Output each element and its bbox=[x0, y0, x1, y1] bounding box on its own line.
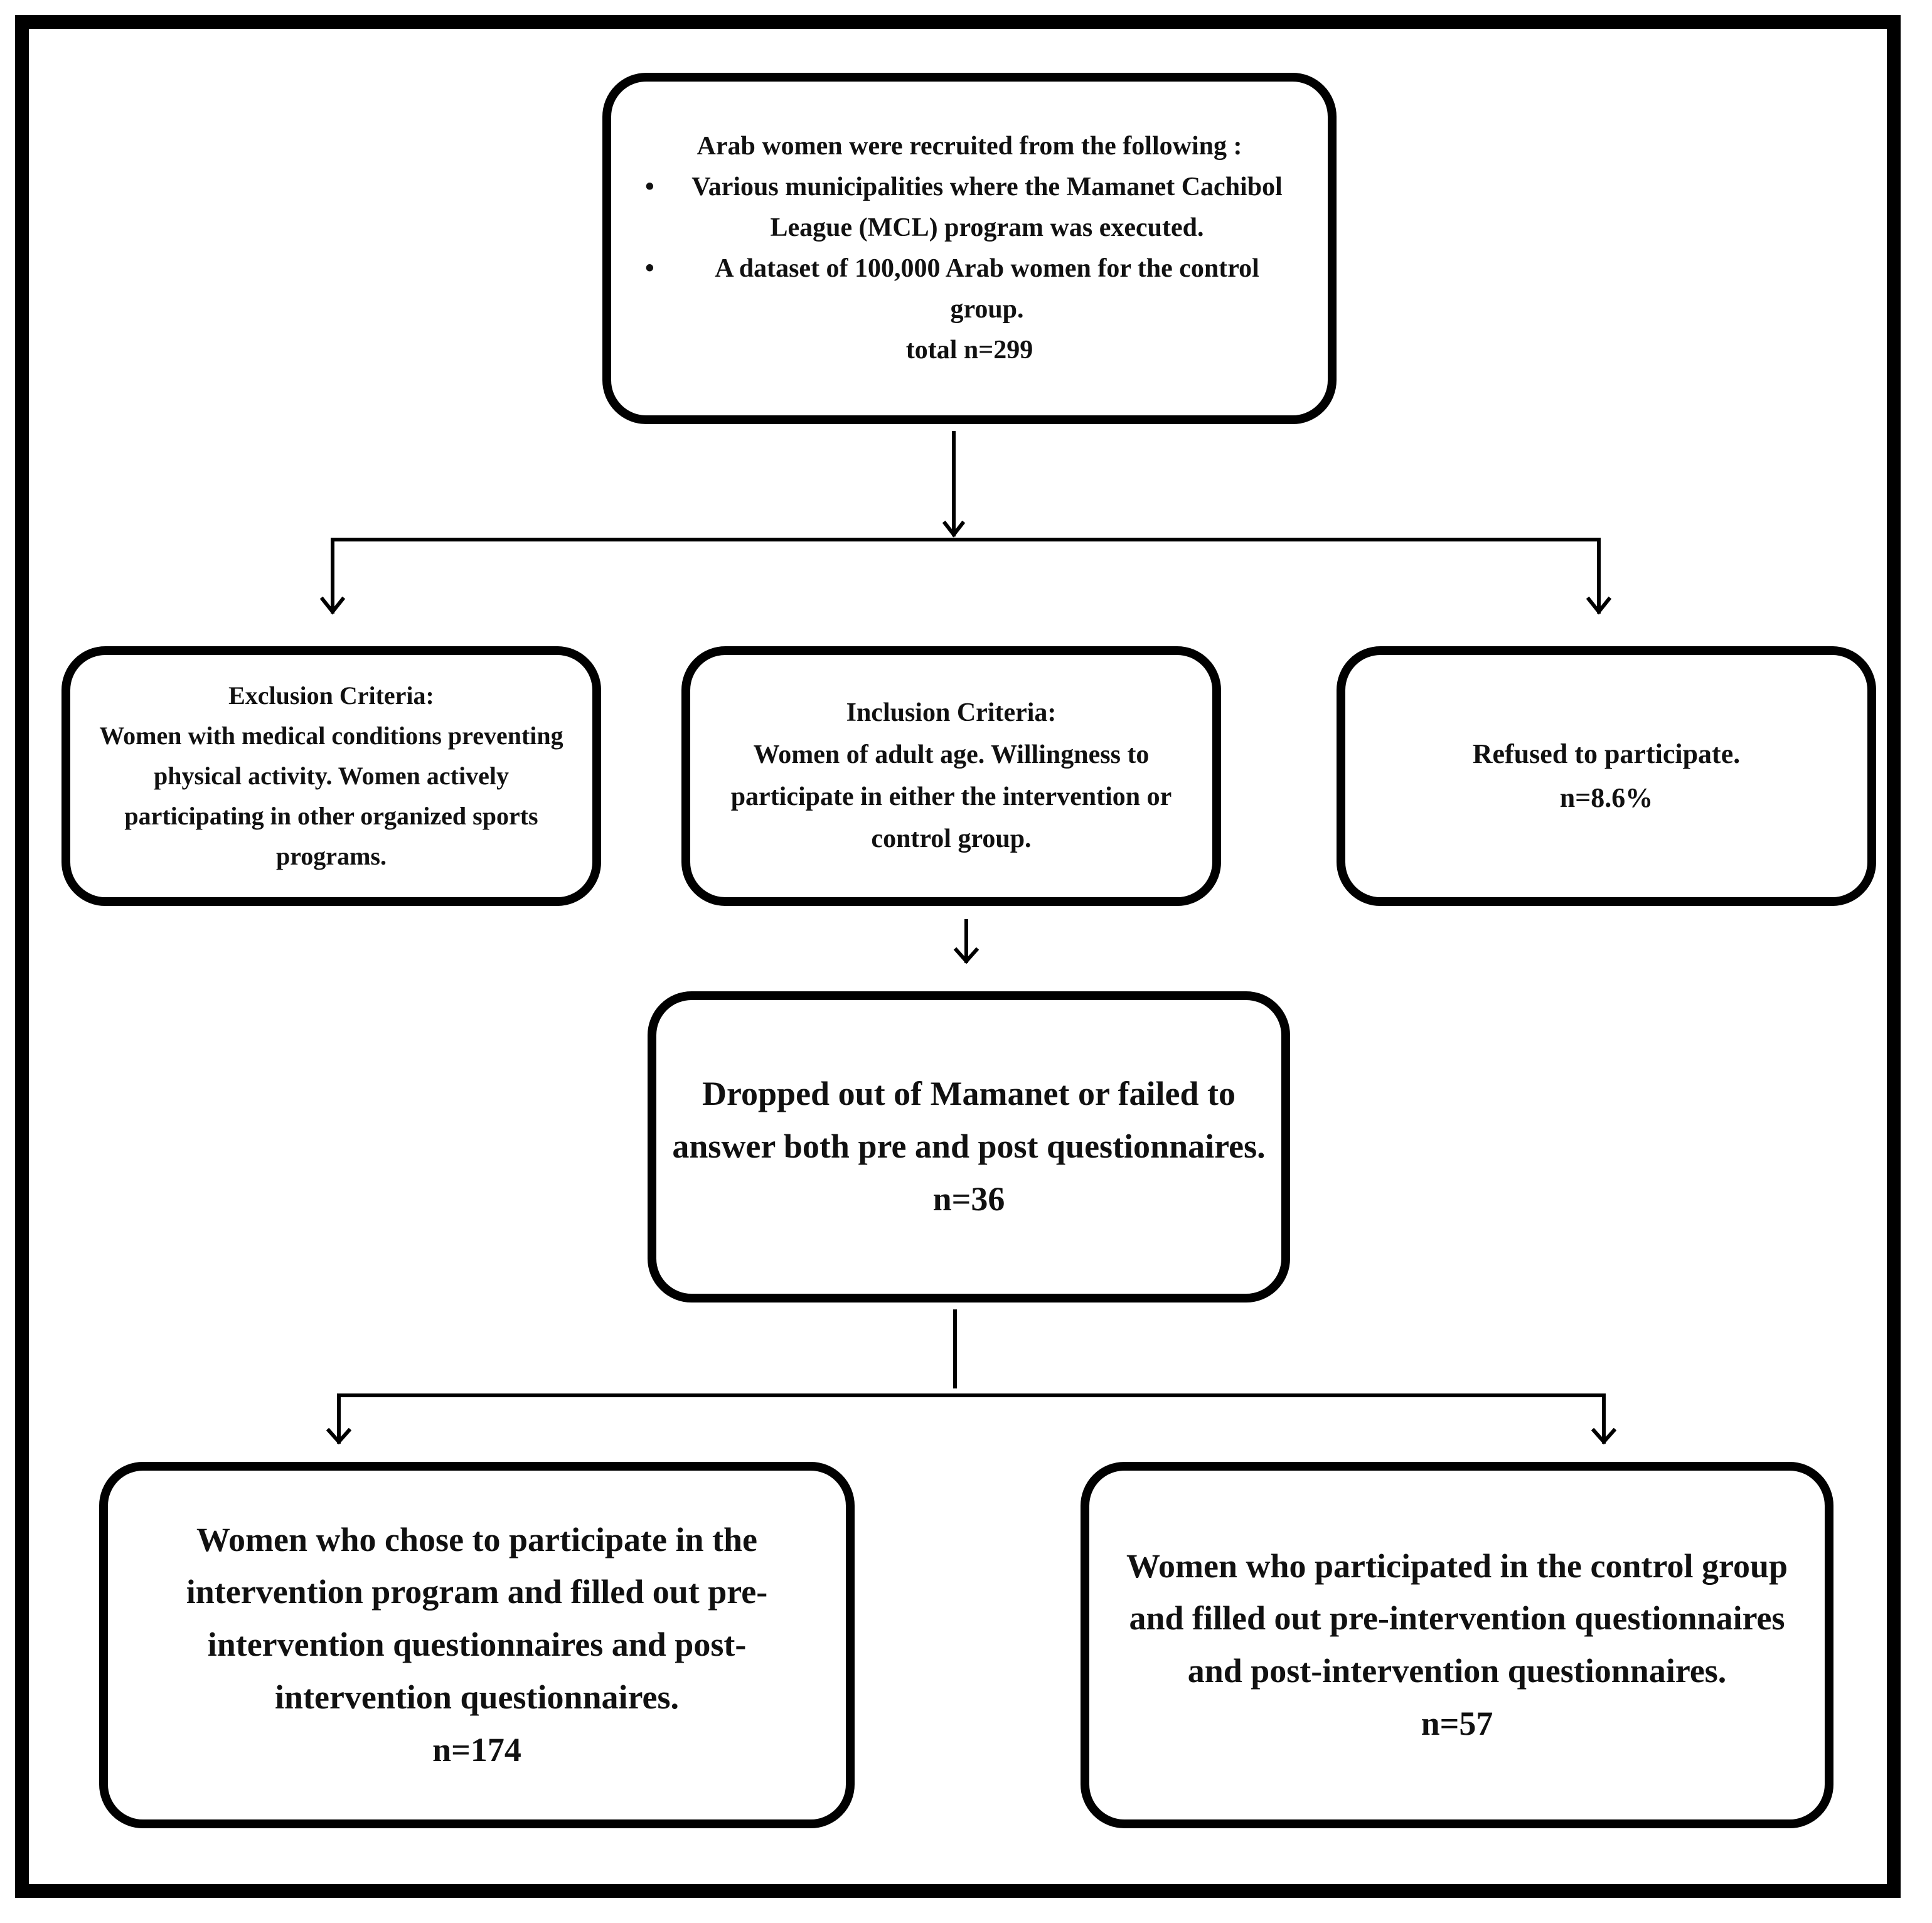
arrowhead-recruit bbox=[942, 520, 966, 538]
arrowhead-refused bbox=[1586, 596, 1612, 615]
exclusion-title: Exclusion Criteria: bbox=[228, 681, 434, 710]
dropped-text: Dropped out of Mamanet or failed to answ… bbox=[672, 1075, 1266, 1166]
recruitment-list: • Various municipalities where the Maman… bbox=[645, 167, 1294, 330]
recruitment-box: Arab women were recruited from the follo… bbox=[602, 73, 1337, 424]
control-count: n=57 bbox=[1421, 1704, 1493, 1742]
refused-count: n=8.6% bbox=[1559, 782, 1653, 813]
dropped-count: n=36 bbox=[932, 1180, 1005, 1218]
bullet-icon: • bbox=[645, 172, 654, 201]
arrowhead-inclusion bbox=[953, 947, 979, 964]
intervention-count: n=174 bbox=[432, 1730, 521, 1769]
outer-frame bbox=[15, 15, 1901, 1898]
intervention-text: Women who chose to participate in the in… bbox=[186, 1520, 768, 1716]
recruitment-bullet: • Various municipalities where the Maman… bbox=[645, 167, 1294, 248]
intervention-group-box: Women who chose to participate in the in… bbox=[99, 1462, 855, 1828]
exclusion-text: Women with medical conditions preventing… bbox=[99, 722, 563, 870]
arrowhead-exclusion bbox=[319, 596, 346, 615]
refused-box: Refused to participate. n=8.6% bbox=[1337, 646, 1876, 906]
dropped-out-box: Dropped out of Mamanet or failed to answ… bbox=[648, 991, 1290, 1302]
inclusion-text: Women of adult age. Willingness to parti… bbox=[730, 740, 1172, 854]
arrowhead-control bbox=[1591, 1427, 1617, 1445]
arrowhead-intervention bbox=[326, 1427, 352, 1445]
inclusion-title: Inclusion Criteria: bbox=[846, 698, 1057, 727]
recruitment-total: total n=299 bbox=[905, 336, 1033, 365]
inclusion-criteria-box: Inclusion Criteria: Women of adult age. … bbox=[681, 646, 1221, 906]
bullet-icon: • bbox=[645, 254, 654, 283]
refused-text: Refused to participate. bbox=[1472, 738, 1741, 769]
control-text: Women who participated in the control gr… bbox=[1126, 1547, 1788, 1690]
recruitment-bullet: • A dataset of 100,000 Arab women for th… bbox=[645, 248, 1294, 330]
exclusion-criteria-box: Exclusion Criteria: Women with medical c… bbox=[61, 646, 601, 906]
recruitment-heading: Arab women were recruited from the follo… bbox=[696, 131, 1242, 161]
control-group-box: Women who participated in the control gr… bbox=[1081, 1462, 1833, 1828]
